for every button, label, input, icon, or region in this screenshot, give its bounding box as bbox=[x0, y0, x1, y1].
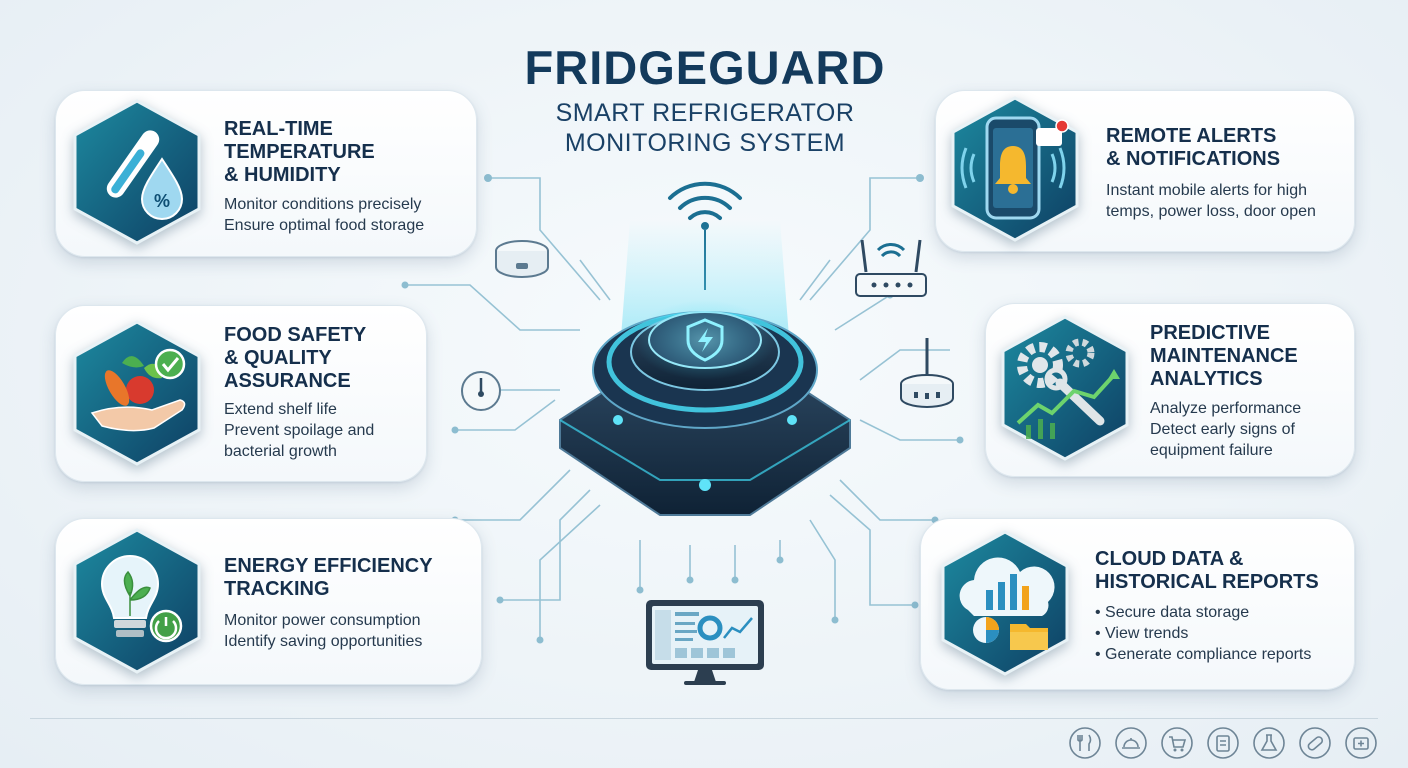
dashboard-monitor-icon bbox=[646, 600, 764, 685]
feature-desc-line: Instant mobile alerts for high bbox=[1106, 182, 1307, 199]
feature-desc-line: Identify saving opportunities bbox=[224, 633, 423, 650]
sensor-puck-icon bbox=[495, 240, 549, 278]
antenna-sensor-icon bbox=[900, 338, 954, 408]
medical-kit-icon bbox=[1345, 727, 1377, 759]
footer-divider bbox=[30, 718, 1378, 719]
thermometer-droplet-icon: % bbox=[62, 97, 212, 247]
feature-desc-line: bacterial growth bbox=[224, 443, 337, 460]
feature-title: CLOUD DATA & HISTORICAL REPORTS bbox=[1095, 548, 1319, 594]
svg-text:%: % bbox=[154, 191, 170, 211]
feature-description: Monitor conditions precisely Ensure opti… bbox=[224, 194, 424, 236]
feature-title-line: & NOTIFICATIONS bbox=[1106, 148, 1281, 170]
feature-title-line: & QUALITY bbox=[224, 347, 332, 369]
feature-desc-line: Analyze performance bbox=[1150, 400, 1302, 417]
feature-description: • Secure data storage • View trends • Ge… bbox=[1095, 602, 1311, 665]
cloud-chart-folder-icon bbox=[930, 528, 1080, 678]
feature-desc-line: Extend shelf life bbox=[224, 401, 337, 418]
feature-description: Instant mobile alerts for high temps, po… bbox=[1106, 180, 1316, 222]
feature-desc-line: Monitor power consumption bbox=[224, 612, 421, 629]
phone-bell-icon bbox=[940, 94, 1090, 244]
clipboard-icon bbox=[1207, 727, 1239, 759]
feature-title-line: ASSURANCE bbox=[224, 370, 351, 392]
feature-title-line: HISTORICAL REPORTS bbox=[1095, 571, 1319, 593]
feature-title-line: CLOUD DATA & bbox=[1095, 548, 1244, 570]
feature-desc-line: equipment failure bbox=[1150, 442, 1273, 459]
feature-title: FOOD SAFETY & QUALITY ASSURANCE bbox=[224, 324, 366, 393]
feature-desc-line: Detect early signs of bbox=[1150, 421, 1295, 438]
router-icon bbox=[855, 239, 927, 297]
lightbulb-leaf-icon bbox=[62, 526, 212, 676]
gauge-sensor-icon bbox=[461, 371, 501, 411]
feature-title-line: TRACKING bbox=[224, 578, 330, 600]
feature-desc-line: • Secure data storage bbox=[1095, 604, 1250, 621]
feature-desc-line: • View trends bbox=[1095, 625, 1189, 642]
feature-title: REMOTE ALERTS & NOTIFICATIONS bbox=[1106, 125, 1280, 171]
feature-desc-line: Monitor conditions precisely bbox=[224, 196, 422, 213]
feature-title-line: TEMPERATURE bbox=[224, 141, 375, 163]
page-title: FRIDGEGUARD bbox=[524, 41, 886, 94]
subtitle-line: SMART REFRIGERATOR bbox=[555, 99, 855, 127]
restaurant-icon bbox=[1069, 727, 1101, 759]
central-hub-device bbox=[559, 181, 851, 516]
pill-icon bbox=[1299, 727, 1331, 759]
feature-desc-line: temps, power loss, door open bbox=[1106, 203, 1316, 220]
feature-title-line: & HUMIDITY bbox=[224, 164, 341, 186]
hand-vegetables-icon bbox=[62, 318, 212, 468]
shield-bolt-icon bbox=[686, 318, 724, 362]
feature-title-line: ANALYTICS bbox=[1150, 368, 1263, 390]
feature-title-line: REMOTE ALERTS bbox=[1106, 125, 1277, 147]
cloche-icon bbox=[1115, 727, 1147, 759]
wifi-signal-icon bbox=[668, 181, 742, 220]
feature-description: Analyze performance Detect early signs o… bbox=[1150, 398, 1301, 461]
feature-title: REAL-TIME TEMPERATURE & HUMIDITY bbox=[224, 118, 375, 187]
feature-title-line: ENERGY EFFICIENCY bbox=[224, 555, 433, 577]
feature-desc-line: Ensure optimal food storage bbox=[224, 217, 425, 234]
feature-title: ENERGY EFFICIENCY TRACKING bbox=[224, 555, 433, 601]
bottom-icon-row bbox=[1068, 726, 1378, 760]
gears-wrench-chart-icon bbox=[990, 313, 1140, 463]
feature-title: PREDICTIVE MAINTENANCE ANALYTICS bbox=[1150, 322, 1298, 391]
feature-desc-line: • Generate compliance reports bbox=[1095, 646, 1312, 663]
feature-title-line: FOOD SAFETY bbox=[224, 324, 367, 346]
lab-flask-icon bbox=[1253, 727, 1285, 759]
feature-description: Extend shelf life Prevent spoilage and b… bbox=[224, 399, 374, 462]
feature-description: Monitor power consumption Identify savin… bbox=[224, 610, 422, 652]
feature-title-line: PREDICTIVE bbox=[1150, 322, 1271, 344]
feature-title-line: REAL-TIME bbox=[224, 118, 333, 140]
page-subtitle: SMART REFRIGERATOR MONITORING SYSTEM bbox=[440, 98, 970, 158]
feature-desc-line: Prevent spoilage and bbox=[224, 422, 375, 439]
cart-icon bbox=[1161, 727, 1193, 759]
feature-title-line: MAINTENANCE bbox=[1150, 345, 1298, 367]
subtitle-line: MONITORING SYSTEM bbox=[564, 129, 846, 157]
